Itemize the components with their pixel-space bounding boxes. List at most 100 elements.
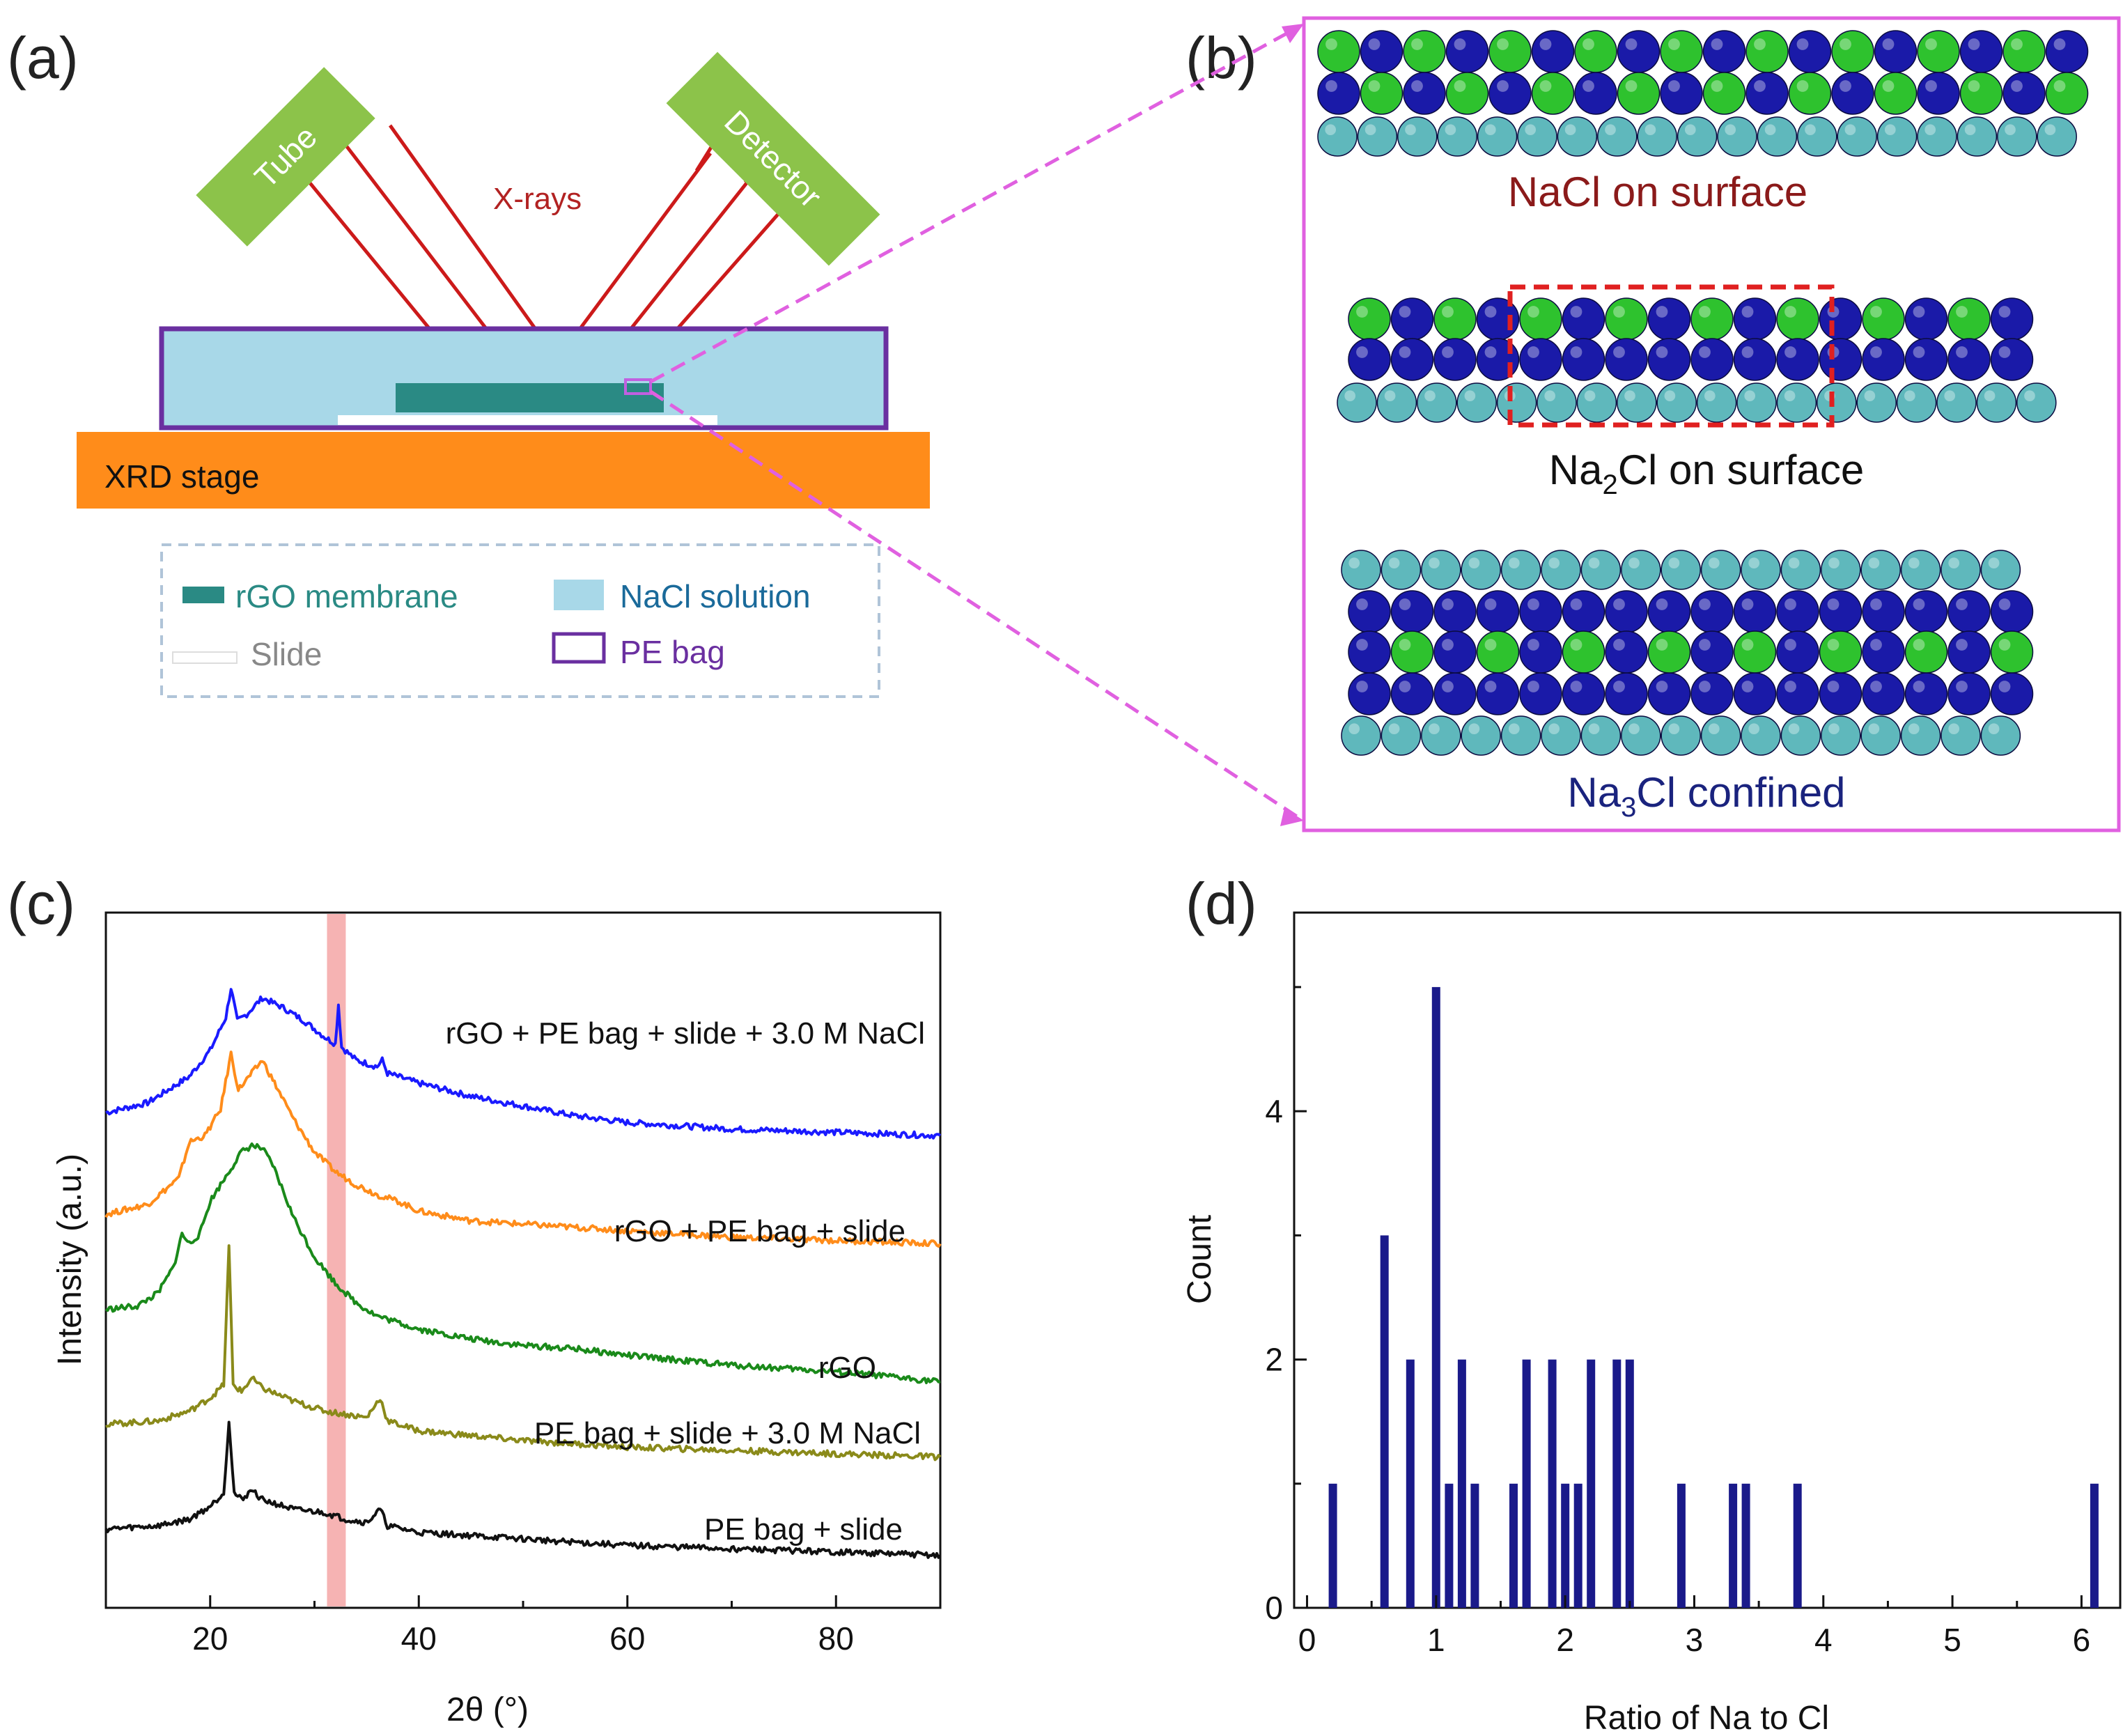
atom — [1541, 715, 1581, 756]
chart-d-frame — [1293, 911, 2122, 1609]
series-line-4 — [105, 1244, 942, 1462]
atom-highlight — [1741, 639, 1754, 651]
atom-highlight — [1904, 390, 1915, 402]
atom — [1819, 338, 1863, 381]
atom-highlight — [1656, 681, 1668, 692]
atom-highlight — [1828, 723, 1840, 735]
atom — [1605, 297, 1648, 341]
atom-highlight — [1628, 557, 1640, 569]
histogram-bar — [1729, 1483, 1738, 1608]
atom — [1776, 590, 1819, 633]
zoom-box — [624, 378, 652, 395]
atom — [1461, 715, 1501, 756]
x-tick-label: 1 — [1427, 1622, 1445, 1658]
atom — [1917, 30, 1960, 73]
atom-highlight — [1356, 598, 1368, 610]
atom-highlight — [1399, 598, 1411, 610]
atom-highlight — [1484, 306, 1497, 318]
atom — [1700, 550, 1741, 590]
atom — [1390, 338, 1434, 381]
atom — [1660, 72, 1703, 115]
histogram-bar — [1457, 1359, 1466, 1608]
atom-highlight — [1870, 681, 1882, 692]
atom — [1904, 672, 1948, 715]
atom — [1381, 715, 1422, 756]
atom — [1531, 72, 1575, 115]
atom — [1917, 116, 1957, 157]
atom — [1702, 72, 1746, 115]
series-line-3 — [104, 1142, 941, 1384]
atom-highlight — [1356, 639, 1368, 651]
atom-highlight — [1764, 124, 1776, 136]
atom — [1357, 116, 1398, 157]
legend-swatch-bag — [552, 632, 606, 664]
atom-highlight — [1711, 38, 1723, 50]
atom-highlight — [1605, 124, 1616, 136]
atom-highlight — [1356, 681, 1368, 692]
atom-highlight — [1908, 557, 1920, 569]
atom — [1677, 116, 1718, 157]
atom-highlight — [1708, 723, 1720, 735]
atom-highlight — [1429, 557, 1440, 569]
atom — [1519, 590, 1562, 633]
atom-highlight — [1870, 598, 1882, 610]
atom-highlight — [1754, 38, 1766, 50]
atom — [1776, 672, 1819, 715]
atom-highlight — [1613, 306, 1625, 318]
atom — [1348, 297, 1391, 341]
atom-highlight — [1570, 346, 1582, 358]
histogram-bar — [1548, 1359, 1557, 1608]
atom — [1557, 116, 1598, 157]
atom — [1733, 338, 1777, 381]
atom — [1574, 72, 1617, 115]
atom-highlight — [1711, 80, 1723, 92]
atom-highlight — [1741, 346, 1754, 358]
atom-highlight — [2005, 124, 2016, 136]
atom-highlight — [1741, 681, 1754, 692]
atom — [1980, 550, 2021, 590]
atom — [1947, 297, 1991, 341]
atom-highlight — [1968, 38, 1980, 50]
atom-highlight — [1348, 557, 1360, 569]
histogram-bar — [1625, 1359, 1634, 1608]
atom-highlight — [1699, 681, 1711, 692]
atom — [1819, 297, 1863, 341]
atom — [1348, 630, 1391, 674]
atom-highlight — [1913, 306, 1925, 318]
histogram-bar — [1573, 1483, 1582, 1608]
caption-na3cl-confined: Na3Cl confined — [1567, 769, 1845, 823]
atom-highlight — [1613, 639, 1625, 651]
atom — [1421, 715, 1461, 756]
atom — [1819, 630, 1863, 674]
atom — [1874, 30, 1918, 73]
atom-highlight — [1484, 681, 1497, 692]
atom — [1437, 116, 1477, 157]
atom-highlight — [1998, 346, 2011, 358]
atom — [1831, 30, 1874, 73]
atom-highlight — [1525, 124, 1537, 136]
histogram-bar — [1741, 1483, 1750, 1608]
atom-highlight — [1356, 306, 1368, 318]
histogram-bar — [1677, 1483, 1686, 1608]
atom — [1574, 30, 1617, 73]
atom — [1360, 72, 1403, 115]
atom — [1519, 297, 1562, 341]
atom-highlight — [1668, 38, 1680, 50]
x-tick-label: 0 — [1298, 1622, 1316, 1658]
atom-highlight — [1984, 390, 1996, 402]
atom-highlight — [1497, 80, 1509, 92]
atom-highlight — [1913, 681, 1925, 692]
legend-membrane: rGO membrane — [235, 578, 458, 614]
atom-highlight — [1348, 723, 1360, 735]
atom-highlight — [2044, 124, 2056, 136]
atom-highlight — [1913, 346, 1925, 358]
atom — [1736, 382, 1777, 423]
atom — [1819, 672, 1863, 715]
atom-highlight — [1827, 598, 1840, 610]
atom-highlight — [1925, 80, 1937, 92]
legend-slide: Slide — [251, 636, 322, 672]
atom-highlight — [1884, 124, 1896, 136]
atom — [1862, 672, 1905, 715]
